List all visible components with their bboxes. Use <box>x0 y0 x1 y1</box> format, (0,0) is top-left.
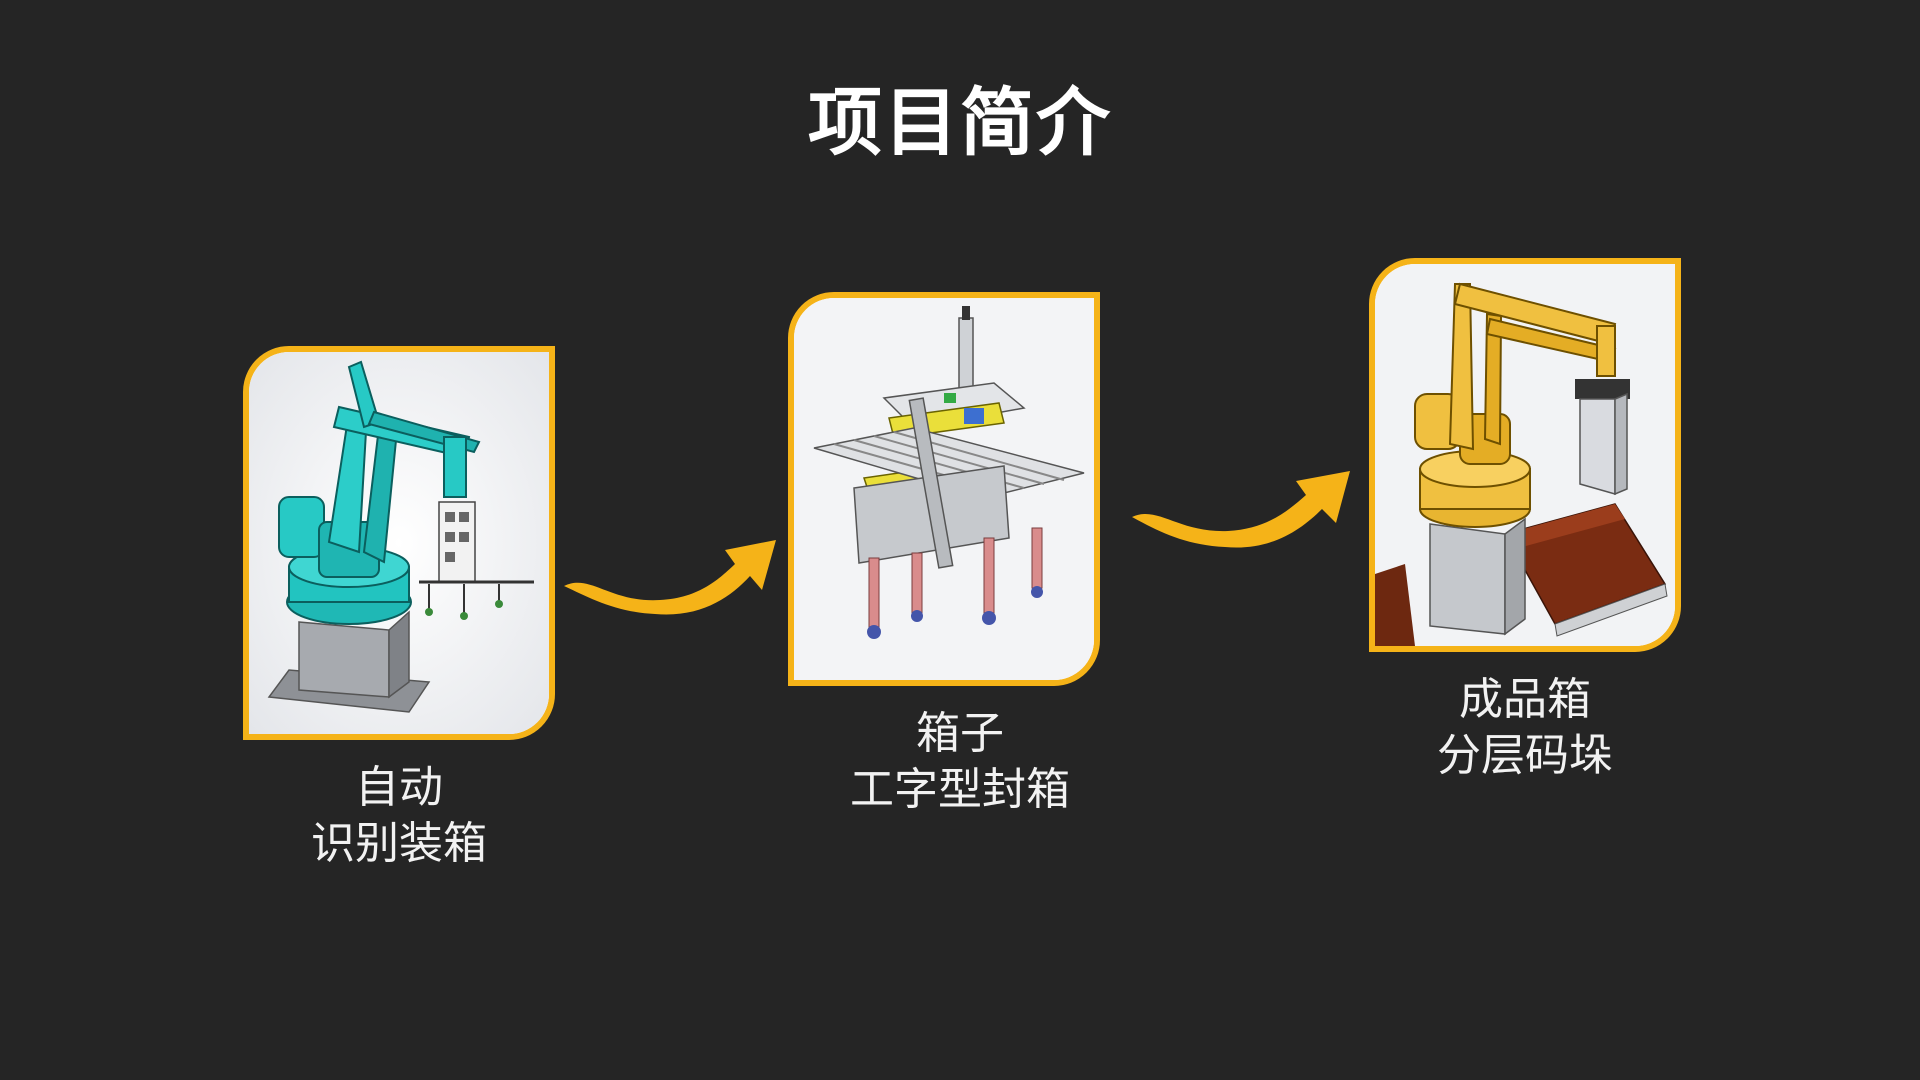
palletizing-robot-teal-icon <box>249 352 549 734</box>
slide-title: 项目简介 <box>808 80 1112 166</box>
curved-arrow-right-icon <box>1132 471 1350 548</box>
curved-arrow-right-icon <box>564 540 776 615</box>
step-1-caption-line2: 识别装箱 <box>311 818 487 869</box>
box-sealing-machine-icon <box>794 298 1094 680</box>
step-3-caption: 成品箱 分层码垛 <box>1315 672 1735 784</box>
step-2-caption: 箱子 工字型封箱 <box>750 706 1170 818</box>
step-2-caption-line2: 工字型封箱 <box>850 764 1070 815</box>
step-3-caption-line2: 分层码垛 <box>1437 730 1613 781</box>
step-3-image-card <box>1369 258 1681 652</box>
step-1-image-card <box>243 346 555 740</box>
step-1-caption-line1: 自动 <box>355 762 443 813</box>
step-2-caption-line1: 箱子 <box>916 708 1004 759</box>
palletizing-robot-yellow-icon <box>1375 264 1675 646</box>
step-2-image-card <box>788 292 1100 686</box>
step-1-caption: 自动 识别装箱 <box>189 760 609 872</box>
step-3-caption-line1: 成品箱 <box>1459 674 1591 725</box>
